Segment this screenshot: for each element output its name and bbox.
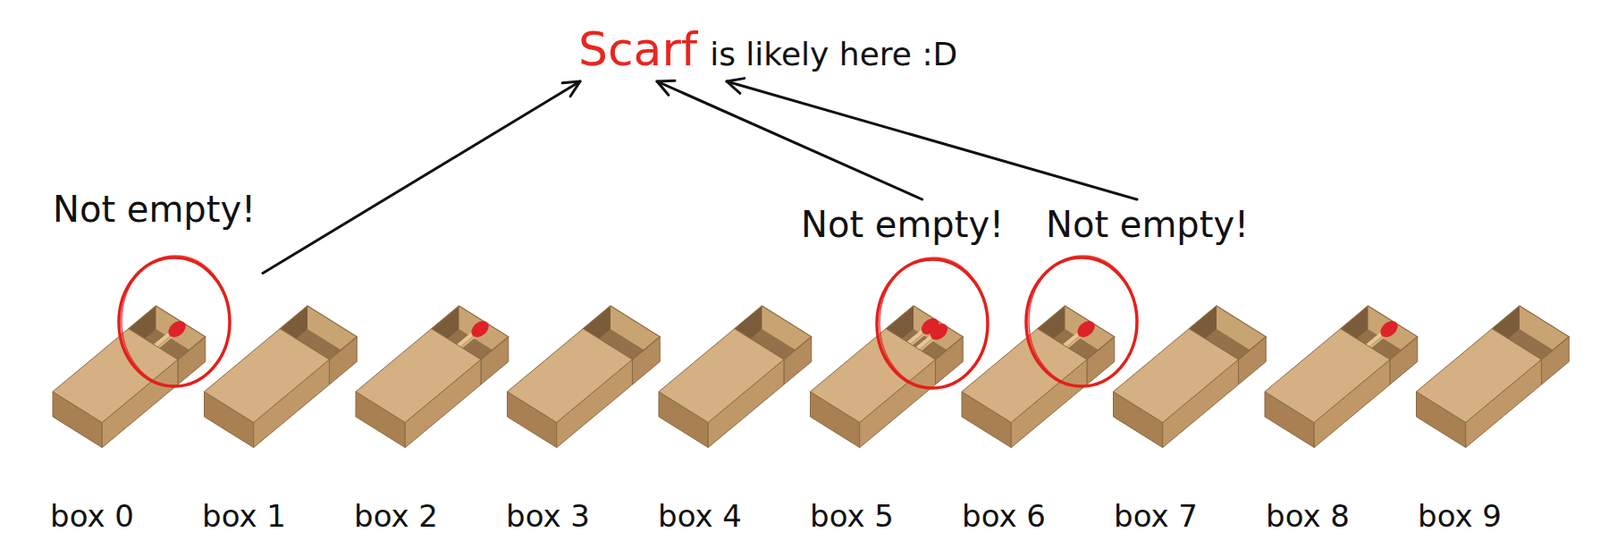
box-label: box 8 <box>1265 498 1350 534</box>
box-label: box 4 <box>657 498 742 534</box>
box-label: box 0 <box>50 498 135 534</box>
matchbox <box>810 305 964 447</box>
note-text: Scarf <box>578 23 698 77</box>
matchbox <box>1416 305 1570 447</box>
arrow-head <box>656 80 675 95</box>
arrow-connector <box>262 81 581 274</box>
highlight-circle: Not empty! <box>52 188 259 390</box>
circle-label: Not empty! <box>52 188 259 230</box>
matchbox <box>204 305 358 447</box>
box-label: box 3 <box>505 498 590 534</box>
circle-stroke <box>1028 255 1137 387</box>
matchbox <box>1264 305 1418 447</box>
matchbox <box>355 305 509 447</box>
box-label: box 5 <box>809 498 894 534</box>
box-label: box 2 <box>353 498 438 534</box>
box-label: box 7 <box>1113 498 1198 534</box>
matchbox <box>507 305 661 447</box>
box-label: box 9 <box>1417 498 1502 534</box>
note-node: Scarf is likely here :D <box>576 23 964 77</box>
arrow-head <box>562 81 581 97</box>
matchbox <box>52 305 206 447</box>
circle-stroke <box>121 255 230 387</box>
note-text: is likely here :D <box>709 35 958 73</box>
arrow-shaft <box>726 81 1137 200</box>
arrow-shaft <box>262 81 581 274</box>
circle-label: Not empty! <box>1045 203 1252 245</box>
highlight-circle: Not empty! <box>1022 203 1252 390</box>
matchbox <box>961 305 1115 447</box>
highlight-circle: Not empty! <box>800 203 1007 392</box>
matchbox <box>658 305 812 447</box>
circle-label: Not empty! <box>800 203 1007 245</box>
box-label: box 1 <box>202 498 287 534</box>
arrow-head <box>726 78 745 94</box>
circle-stroke <box>879 257 988 388</box>
box-label: box 6 <box>961 498 1046 534</box>
arrow-connector <box>726 78 1137 200</box>
